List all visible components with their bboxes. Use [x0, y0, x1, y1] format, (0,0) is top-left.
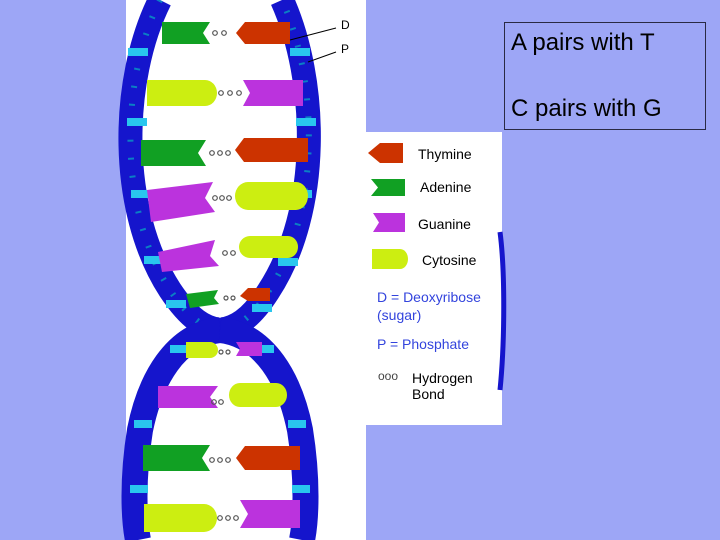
base-pair-g-c — [158, 236, 298, 272]
phosphate-bar — [290, 48, 310, 56]
legend-panel-edge — [497, 231, 507, 391]
base-pair-g-c — [147, 182, 308, 222]
hydrogen-bond — [209, 150, 231, 156]
hydrogen-bond — [212, 30, 227, 36]
hydrogen-bond — [218, 349, 231, 355]
thymine-base — [240, 288, 270, 301]
base-pair-c-g — [144, 500, 300, 532]
cytosine-base — [229, 383, 287, 407]
legend-sugar: (sugar) — [377, 307, 421, 323]
base-pair-a-t — [186, 288, 270, 308]
base-pair-g-c — [158, 383, 287, 408]
adenine-base — [162, 22, 210, 44]
base-pair-a-t — [141, 138, 308, 166]
hydrogen-bond — [222, 250, 236, 256]
rule-c-g: C pairs with G — [511, 95, 662, 122]
adenine-base — [186, 290, 219, 308]
base-pair-c-g — [147, 80, 303, 106]
base-pair-c-g — [186, 342, 262, 358]
phosphate-bar — [134, 420, 152, 428]
legend-deoxyribose: D = Deoxyribose — [377, 289, 481, 305]
phosphate-bar — [288, 420, 306, 428]
phosphate-bar — [256, 345, 274, 353]
legend-label-thymine: Thymine — [418, 146, 472, 162]
phosphate-bar — [130, 485, 148, 493]
hydrogen-bond — [212, 195, 232, 201]
legend-bond: Bond — [412, 386, 445, 402]
guanine-legend-icon — [373, 213, 405, 232]
legend-label-cytosine: Cytosine — [422, 252, 477, 268]
phosphate-bar — [166, 300, 186, 308]
phosphate-bar — [296, 118, 316, 126]
base-pair-a-t — [143, 445, 300, 471]
hydrogen-bond — [218, 90, 242, 96]
legend-label-adenine: Adenine — [420, 179, 472, 195]
adenine-base — [143, 445, 210, 471]
rule-a-t: A pairs with T — [511, 29, 655, 56]
cytosine-legend-icon — [372, 249, 408, 269]
phosphate-bar — [278, 258, 298, 266]
cytosine-base — [235, 182, 308, 210]
phosphate-bar — [131, 190, 151, 198]
thymine-base — [235, 138, 308, 162]
guanine-base — [240, 500, 300, 528]
legend-label-guanine: Guanine — [418, 216, 471, 232]
guanine-base — [243, 80, 303, 106]
hydrogen-bond — [209, 457, 231, 463]
cytosine-base — [239, 236, 298, 258]
callout-d-label: D — [341, 18, 350, 32]
phosphate-bar — [252, 304, 272, 312]
guanine-base — [158, 386, 218, 408]
hbond-legend-icon: ooo — [378, 369, 398, 383]
adenine-legend-icon — [371, 179, 405, 196]
cytosine-base — [186, 342, 218, 358]
thymine-base — [236, 22, 290, 44]
legend-phosphate: P = Phosphate — [377, 336, 469, 352]
base-pair-a-t — [162, 22, 290, 44]
guanine-base — [147, 182, 215, 222]
hydrogen-bond — [217, 515, 239, 521]
phosphate-bar — [170, 345, 188, 353]
thymine-base — [236, 446, 300, 470]
legend-hydrogen: Hydrogen — [412, 370, 473, 386]
pairing-rule-box: A pairs with T C pairs with G — [504, 22, 706, 130]
phosphate-bar — [128, 48, 148, 56]
thymine-legend-icon — [368, 143, 403, 163]
cytosine-base — [144, 504, 217, 532]
phosphate-bar — [292, 485, 310, 493]
guanine-base — [236, 342, 262, 356]
hydrogen-bond — [223, 295, 236, 301]
adenine-base — [141, 140, 206, 166]
guanine-base — [158, 240, 219, 272]
phosphate-bar — [144, 256, 164, 264]
callout-line-d — [289, 27, 337, 41]
callout-line-p — [307, 51, 337, 63]
phosphate-bar — [127, 118, 147, 126]
hydrogen-bond — [211, 399, 224, 405]
callout-p-label: P — [341, 42, 349, 56]
cytosine-base — [147, 80, 217, 106]
